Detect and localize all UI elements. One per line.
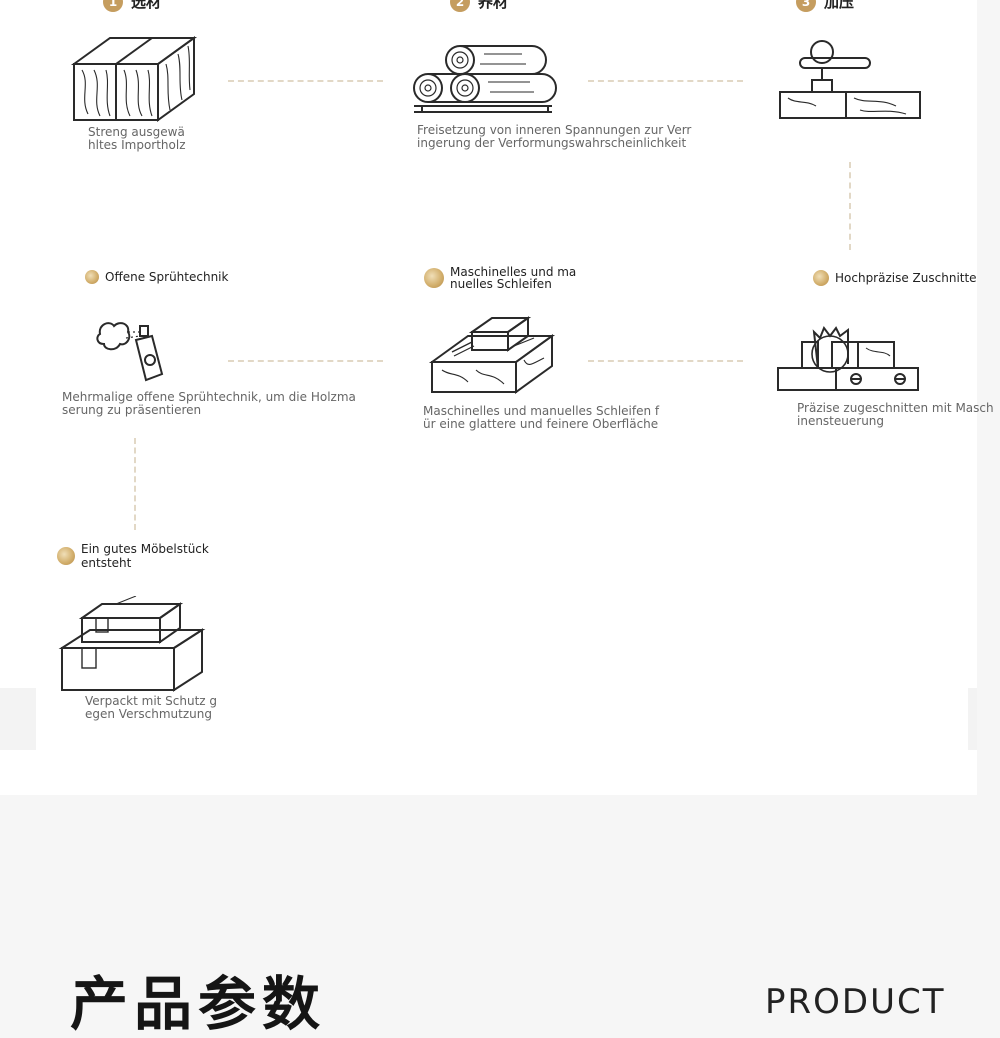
gold-dot-icon <box>424 268 444 288</box>
sanding-title: Maschinelles und ma nuelles Schleifen <box>450 265 577 291</box>
sanding-description: Maschinelles und manuelles Schleifen f ü… <box>423 404 660 431</box>
connector-2-3 <box>588 80 743 82</box>
right-strip <box>968 688 977 750</box>
spray-can-icon <box>96 318 166 382</box>
product-parameters-title: 产品参数 <box>70 970 327 1038</box>
finished-header: Ein gutes Möbelstück entsteht <box>57 542 209 570</box>
cutting-description: Präzise zugeschnitten mit Masch inensteu… <box>797 401 994 428</box>
step-2-number: 2 <box>450 0 470 12</box>
step-2-title: 养材 <box>478 0 509 11</box>
finished-title: Ein gutes Möbelstück entsteht <box>81 542 209 570</box>
step-1-description: Streng ausgewä hltes Importholz <box>88 125 186 152</box>
wood-block-icon <box>70 34 198 124</box>
step-1-number: 1 <box>103 0 123 12</box>
process-panel <box>0 0 977 795</box>
connector-cut-sand <box>588 360 743 362</box>
packed-boxes-icon <box>58 596 208 694</box>
connector-sand-spray <box>228 360 383 362</box>
spraying-description: Mehrmalige offene Sprühtechnik, um die H… <box>62 390 356 417</box>
left-strip <box>0 688 36 750</box>
step-1-header: 1 选材 <box>103 0 161 12</box>
step-2-description: Freisetzung von inneren Spannungen zur V… <box>417 123 692 150</box>
product-title-en: PRODUCT <box>765 982 946 1022</box>
circular-saw-icon <box>774 324 922 394</box>
connector-spray-finish <box>134 438 136 530</box>
step-3-header: 3 加压 <box>796 0 854 12</box>
sanding-header: Maschinelles und ma nuelles Schleifen <box>424 266 576 290</box>
spraying-title: Offene Sprühtechnik <box>105 270 229 284</box>
step-1-title: 选材 <box>131 0 162 11</box>
spraying-header: Offene Sprühtechnik <box>85 270 228 284</box>
step-3-title: 加压 <box>824 0 855 11</box>
finished-description: Verpackt mit Schutz g egen Verschmutzung <box>85 694 218 721</box>
connector-3-cut <box>849 162 851 250</box>
sanding-block-icon <box>428 312 556 396</box>
connector-1-2 <box>228 80 383 82</box>
gold-dot-icon <box>57 547 75 565</box>
step-2-header: 2 养材 <box>450 0 508 12</box>
cutting-title: Hochpräzise Zuschnitte <box>835 271 977 285</box>
gold-dot-icon <box>85 270 99 284</box>
gold-dot-icon <box>813 270 829 286</box>
step-3-number: 3 <box>796 0 816 12</box>
press-clamp-icon <box>776 38 924 122</box>
stacked-logs-icon <box>410 38 560 116</box>
cutting-header: Hochpräzise Zuschnitte <box>813 270 977 286</box>
